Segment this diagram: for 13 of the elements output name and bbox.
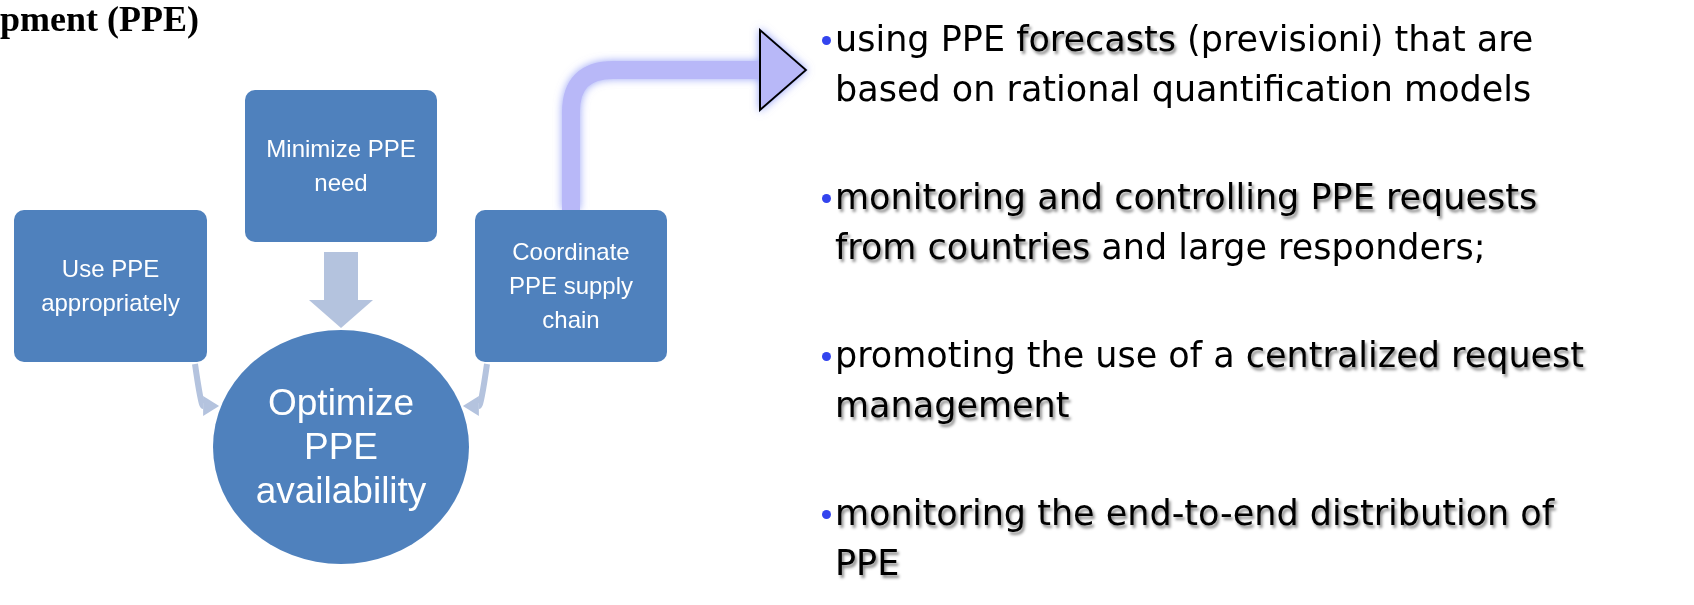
- bullet-text: promoting the use of a centralized request management: [835, 334, 1586, 427]
- bullet-text: using PPE forecasts (previsioni) that are based on rational quantification models: [835, 18, 1535, 111]
- process-box: Coordinate PPE supply chain: [475, 210, 667, 362]
- process-box: Minimize PPE need: [245, 90, 437, 242]
- bullet-text: monitoring the end-to-end distribution of PPE: [835, 492, 1556, 585]
- curved-arrow: [466, 363, 490, 416]
- curved-arrow: [192, 363, 216, 416]
- block-arrow: [562, 29, 807, 210]
- goal-circle: Optimize PPE availability: [213, 330, 469, 564]
- block-arrow: [309, 252, 373, 328]
- process-box: Use PPE appropriately: [14, 210, 207, 362]
- bullet-text: monitoring and controlling PPE requests from countries and large responders;: [835, 176, 1539, 269]
- page-heading: pment (PPE): [0, 0, 199, 41]
